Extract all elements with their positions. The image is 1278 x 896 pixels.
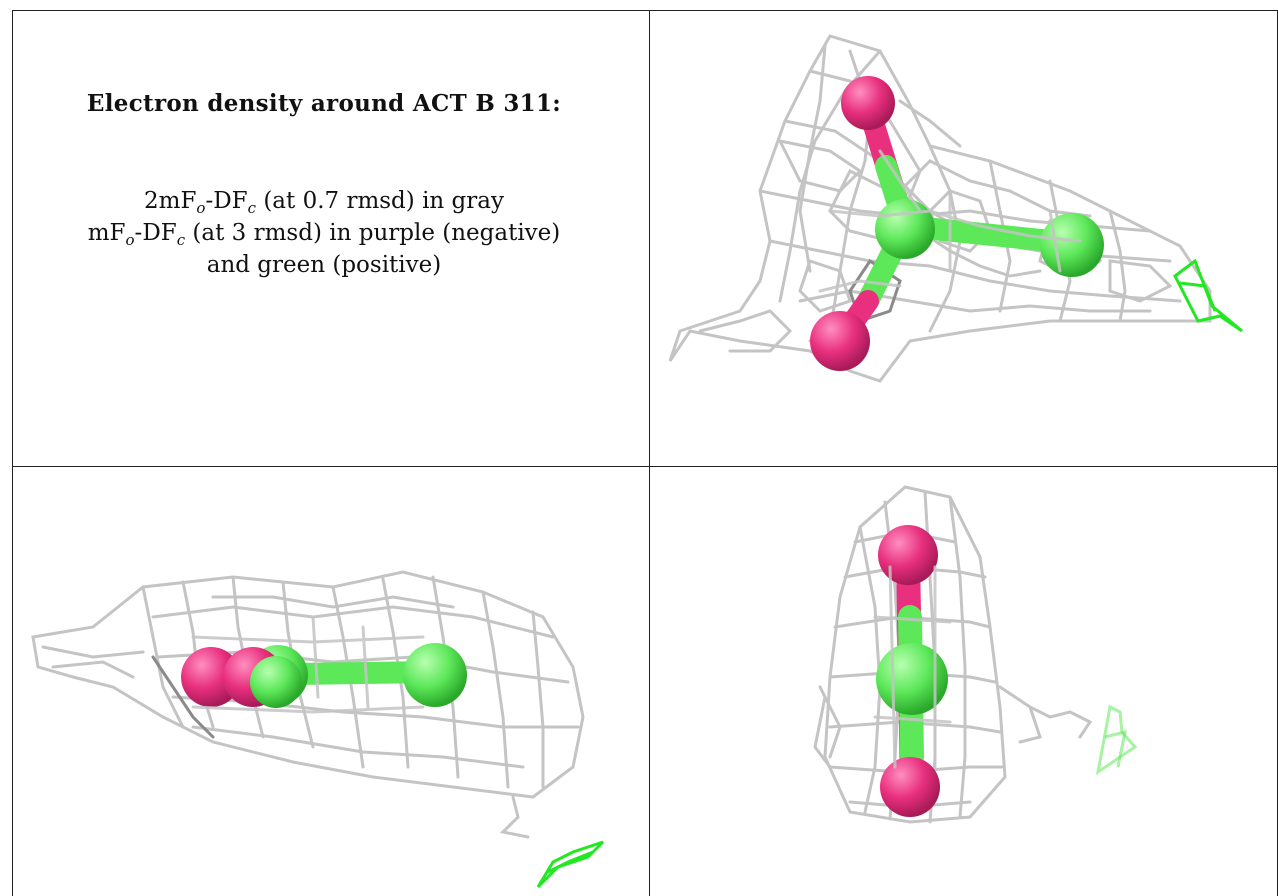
- table-border-top: [12, 10, 1278, 11]
- caption-text: (at 0.7 rmsd) in gray: [256, 188, 504, 214]
- positive-density-icon: [1173, 258, 1243, 333]
- acetate-molecule: [810, 76, 1104, 371]
- subscript-o: o: [125, 231, 135, 249]
- caption-text: 2mF: [144, 188, 197, 214]
- oxygen-atom: [880, 757, 940, 817]
- view-top-right: [650, 11, 1277, 466]
- caption-line-fofc: mFo-DFc (at 3 rmsd) in purple (negative): [14, 217, 634, 249]
- gray-mesh: [668, 34, 1212, 383]
- subscript-c: c: [247, 199, 257, 217]
- caption-text: (at 3 rmsd) in purple (negative): [185, 220, 561, 246]
- carbon-atom: [875, 199, 935, 259]
- view-bottom-left: [13, 467, 649, 896]
- carbon-atom: [1040, 213, 1104, 277]
- view-bottom-right: [650, 467, 1277, 896]
- density-mesh-icon: [668, 34, 1243, 383]
- carbon-atom: [876, 643, 948, 715]
- acetate-molecule: [876, 525, 948, 817]
- positive-density-icon: [536, 840, 605, 889]
- density-mesh-icon: [31, 570, 605, 889]
- density-mesh-icon: [813, 485, 1138, 824]
- caption-cell: Electron density around ACT B 311: 2mFo-…: [14, 68, 634, 281]
- caption-line-2fofc: 2mFo-DFc (at 0.7 rmsd) in gray: [14, 185, 634, 217]
- subscript-o: o: [196, 199, 206, 217]
- acetate-molecule: [181, 643, 467, 708]
- oxygen-atom: [878, 525, 938, 585]
- caption-line-positive: and green (positive): [206, 252, 442, 278]
- carbon-atom: [250, 656, 302, 708]
- oxygen-atom: [810, 311, 870, 371]
- carbon-atom: [403, 643, 467, 707]
- oxygen-atom: [841, 76, 895, 130]
- caption-text: -DF: [205, 188, 248, 214]
- caption-text: -DF: [134, 220, 177, 246]
- table-border-left: [12, 10, 13, 896]
- oxygen-atom: [181, 647, 241, 707]
- caption-text: mF: [87, 220, 126, 246]
- caption-title: Electron density around ACT B 311:: [86, 90, 562, 117]
- positive-density-icon: [1095, 704, 1138, 776]
- table-border-middle: [649, 10, 650, 896]
- table-border-row: [12, 466, 1278, 467]
- subscript-c: c: [176, 231, 186, 249]
